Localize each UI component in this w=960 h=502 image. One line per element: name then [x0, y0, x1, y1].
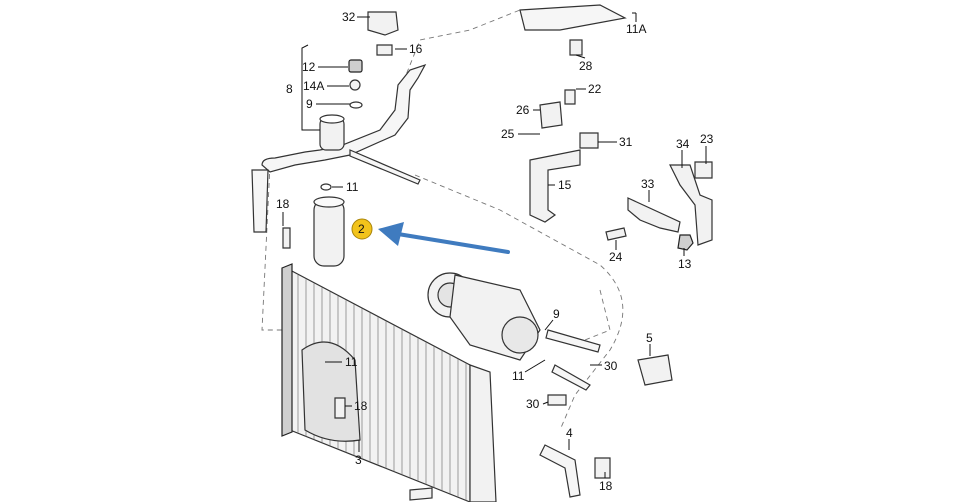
leader-lines	[282, 12, 707, 478]
callout-11-top: 11	[346, 180, 359, 194]
callout-28: 28	[579, 59, 593, 73]
callout-31: 31	[619, 135, 633, 149]
receiver-drier	[313, 183, 345, 267]
callout-3: 3	[355, 453, 362, 467]
fittings-top-left	[348, 11, 399, 109]
callout-30-right: 30	[604, 359, 618, 373]
callout-30-lower: 30	[526, 397, 540, 411]
callout-12: 12	[302, 60, 316, 74]
callout-23: 23	[700, 132, 714, 146]
callout-18-right: 18	[599, 479, 613, 493]
callout-26: 26	[516, 103, 530, 117]
callout-11-mid: 11	[345, 355, 358, 369]
callout-15: 15	[558, 178, 572, 192]
callout-11-right: 11	[512, 369, 525, 383]
bolts	[282, 39, 694, 501]
callout-22: 22	[588, 82, 602, 96]
highlight-marker	[351, 218, 373, 240]
callout-5: 5	[646, 331, 653, 345]
callout-18-mid: 18	[354, 399, 368, 413]
callout-16: 16	[409, 42, 423, 56]
callout-9-top: 9	[306, 97, 313, 111]
brackets	[529, 101, 713, 386]
callout-32: 32	[342, 10, 356, 24]
callout-9-right: 9	[553, 307, 560, 321]
callout-25: 25	[501, 127, 515, 141]
callout-4: 4	[566, 426, 573, 440]
callout-14a: 14A	[303, 79, 324, 93]
pipe-assembly	[251, 63, 427, 233]
callout-18-left: 18	[276, 197, 290, 211]
callout-13: 13	[678, 257, 692, 271]
hoses-right	[519, 4, 627, 498]
callout-34: 34	[676, 137, 690, 151]
callout-33: 33	[641, 177, 655, 191]
callout-11a: 11A	[626, 22, 646, 36]
callout-2: 2	[358, 222, 365, 236]
callout-labels: 32 16 12 14A 8 9 11 18 2 11 18 3 11A 28 …	[276, 10, 714, 493]
callout-8: 8	[286, 82, 293, 96]
callout-24: 24	[609, 250, 623, 264]
compressor	[427, 272, 541, 361]
highlight-arrow	[378, 222, 510, 254]
